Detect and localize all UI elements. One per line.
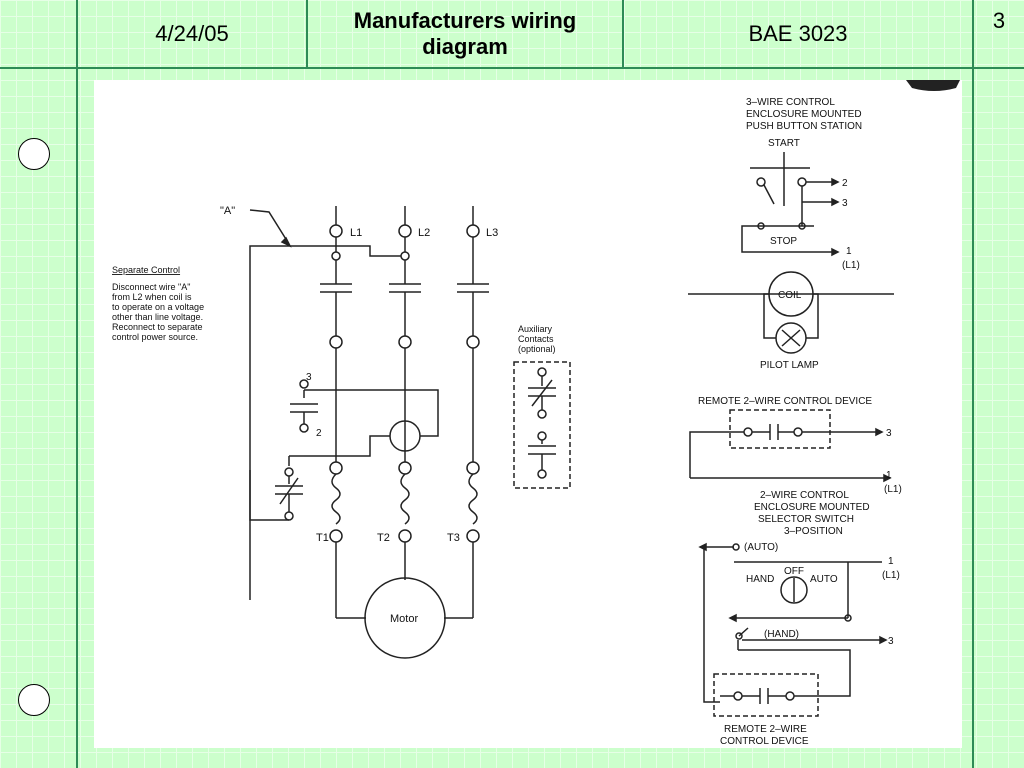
- header-course: BAE 3023: [748, 21, 848, 46]
- sep-line-4: other than line voltage.: [112, 312, 203, 322]
- aux-line-1: Auxiliary: [518, 324, 553, 334]
- coil-pilot: [688, 271, 894, 354]
- sep-line-1: Disconnect wire "A": [112, 282, 190, 292]
- three-wire-line-1: 3–WIRE CONTROL: [746, 97, 835, 108]
- num-1-selector: 1: [888, 556, 894, 567]
- binder-hole-top: [18, 138, 50, 170]
- separate-control-notes: Disconnect wire "A" from L2 when coil is…: [112, 282, 204, 342]
- num-2-right: 2: [842, 178, 848, 189]
- logo-mark: [906, 80, 960, 91]
- aux-line-2: Contacts: [518, 334, 554, 344]
- l1-paren-selector: (L1): [882, 570, 900, 581]
- label-l3: L3: [486, 227, 498, 239]
- l1-paren-top: (L1): [842, 260, 860, 271]
- label-t3: T3: [447, 532, 460, 544]
- two-wire-line-3: SELECTOR SWITCH: [758, 514, 854, 525]
- aux-contacts: [513, 361, 571, 489]
- hand-paren-label: (HAND): [764, 629, 799, 640]
- diagram-paper: [94, 80, 962, 748]
- three-wire-line-2: ENCLOSURE MOUNTED: [746, 109, 862, 120]
- remote-2wire-label: REMOTE 2–WIRE CONTROL DEVICE: [698, 396, 872, 407]
- num-1-right: 1: [846, 246, 852, 257]
- remote-bottom-line-1: REMOTE 2–WIRE: [724, 724, 807, 735]
- sep-line-3: to operate on a voltage: [112, 302, 204, 312]
- two-wire-title: 2–WIRE CONTROL ENCLOSURE MOUNTED SELECTO…: [754, 490, 870, 537]
- num-3-remote: 3: [886, 428, 892, 439]
- ctrl-num-3: 3: [306, 372, 312, 383]
- motor-label: Motor: [390, 613, 418, 625]
- header-divider-1: [306, 0, 308, 68]
- three-wire-title: 3–WIRE CONTROL ENCLOSURE MOUNTED PUSH BU…: [746, 97, 862, 132]
- auto-paren-label: (AUTO): [744, 542, 778, 553]
- auto-label: AUTO: [810, 574, 838, 585]
- start-label: START: [768, 138, 800, 149]
- start-stop-pushbuttons: [741, 152, 840, 257]
- label-l1: L1: [350, 227, 362, 239]
- page-title-line-2: diagram: [422, 34, 508, 59]
- coil-label: COIL: [778, 290, 802, 301]
- num-1-remote: 1: [886, 470, 892, 481]
- sep-line-5: Reconnect to separate: [112, 322, 203, 332]
- ctrl-num-2: 2: [316, 428, 322, 439]
- header-divider-2: [622, 0, 624, 68]
- off-label: OFF: [784, 566, 804, 577]
- wire-a-arrow: [280, 236, 292, 248]
- separate-control-title: Separate Control: [112, 265, 180, 275]
- wire-a-leader: [249, 209, 290, 245]
- num-3-right: 3: [842, 198, 848, 209]
- page-number: 3: [992, 8, 1006, 33]
- header-rule: [0, 67, 1024, 69]
- pilot-lamp-label: PILOT LAMP: [760, 360, 819, 371]
- label-t1: T1: [316, 532, 329, 544]
- binder-hole-bottom: [18, 684, 50, 716]
- page-title: Manufacturers wiring diagram: [308, 0, 622, 68]
- left-margin-rule: [76, 0, 78, 768]
- l1-paren-remote: (L1): [884, 484, 902, 495]
- three-wire-line-3: PUSH BUTTON STATION: [746, 121, 862, 132]
- page-title-line-1: Manufacturers wiring: [353, 8, 577, 33]
- hand-label: HAND: [746, 574, 774, 585]
- control-circuit: [249, 379, 439, 521]
- sep-line-2: from L2 when coil is: [112, 292, 192, 302]
- wiring-diagram: "A" L1 L2 L3: [112, 80, 960, 747]
- two-wire-line-1: 2–WIRE CONTROL: [760, 490, 849, 501]
- remote-2wire-bottom: [713, 673, 851, 717]
- aux-labels: Auxiliary Contacts (optional): [518, 324, 556, 354]
- phase-lines: [249, 206, 489, 619]
- remote-bottom-line-2: CONTROL DEVICE: [720, 736, 809, 747]
- remote-2wire-device: [689, 409, 892, 483]
- label-t2: T2: [377, 532, 390, 544]
- label-l2: L2: [418, 227, 430, 239]
- num-3-selector: 3: [888, 636, 894, 647]
- wire-a-label: "A": [220, 205, 235, 217]
- two-wire-line-4: 3–POSITION: [784, 526, 843, 537]
- two-wire-line-2: ENCLOSURE MOUNTED: [754, 502, 870, 513]
- stop-label: STOP: [770, 236, 797, 247]
- header-date: 4/24/05: [155, 21, 229, 46]
- right-margin-rule: [972, 0, 974, 768]
- sep-line-6: control power source.: [112, 332, 198, 342]
- motor-symbol: [364, 577, 446, 659]
- aux-line-3: (optional): [518, 344, 556, 354]
